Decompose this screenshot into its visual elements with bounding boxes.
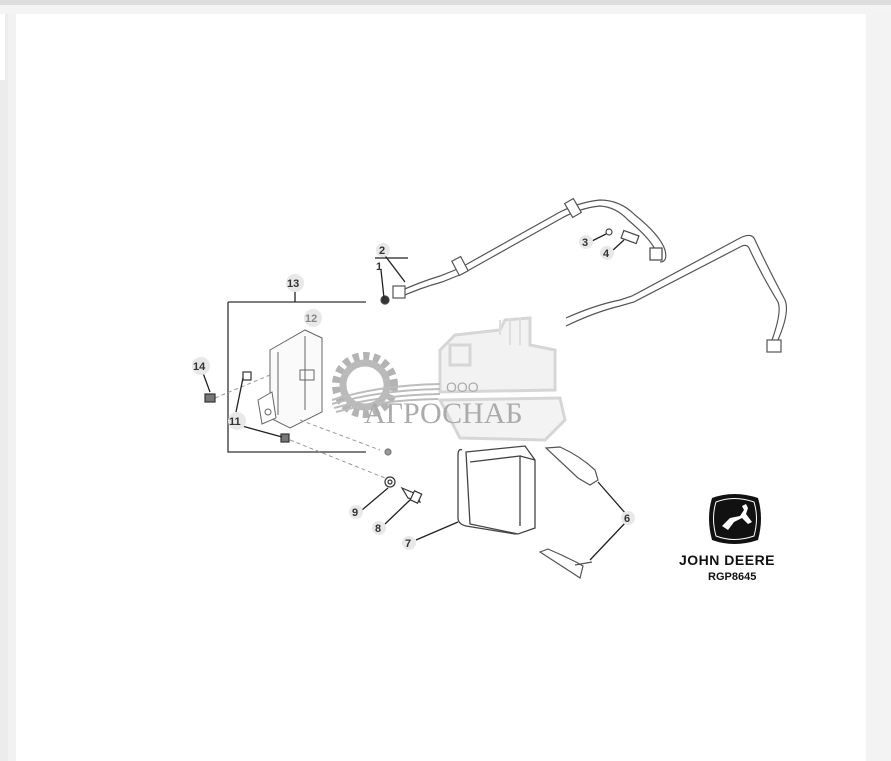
svg-text:6: 6 (624, 513, 630, 525)
battery-part-7 (457, 445, 536, 535)
callout-13: 13 (286, 274, 304, 292)
left-panel-tab (0, 14, 5, 80)
fuel-line-lower (565, 234, 788, 353)
watermark-name: АГРОСНАБ (364, 397, 523, 430)
callout-labels: 1 2 3 4 6 7 8 9 11 12 13 14 (192, 235, 635, 550)
brand-name: JOHN DEERE (679, 552, 775, 568)
dashed-leaders (214, 374, 391, 481)
callout-11: 11 (228, 412, 246, 430)
svg-text:4: 4 (603, 248, 610, 260)
swoosh-lines (331, 383, 441, 413)
svg-text:8: 8 (375, 523, 381, 535)
callout-12: 12 (304, 309, 322, 327)
bracket-part-12 (257, 329, 323, 429)
callout-1: 1 (376, 261, 382, 273)
harvester-icon (437, 316, 567, 442)
top-bar (0, 0, 891, 5)
svg-text:13: 13 (287, 278, 299, 290)
leaping-deer-icon (722, 504, 752, 530)
john-deere-logo: JOHN DEERE RGP8645 (679, 494, 775, 583)
right-scroll-area (866, 14, 891, 761)
watermark: ООО АГРОСНАБ (331, 316, 567, 442)
small-parts (204, 371, 392, 456)
fittings (380, 228, 663, 305)
svg-text:1: 1 (376, 261, 382, 273)
callout-2: 2 (376, 243, 390, 257)
svg-text:12: 12 (305, 313, 317, 325)
top-bar-shadow (0, 5, 891, 14)
svg-text:3: 3 (582, 237, 588, 249)
gear-icon (332, 352, 398, 418)
diagram-code: RGP8645 (708, 571, 756, 583)
svg-text:2: 2 (379, 245, 385, 257)
callout-6: 6 (621, 511, 635, 525)
callout-9: 9 (349, 505, 363, 519)
fuel-line-upper (392, 197, 667, 299)
bolt-and-washer (384, 476, 423, 505)
watermark-prefix: ООО (446, 379, 479, 395)
svg-text:9: 9 (352, 507, 358, 519)
callout-3: 3 (579, 235, 593, 249)
svg-text:7: 7 (405, 538, 411, 550)
callout-14: 14 (192, 357, 210, 375)
left-panel-edge (0, 14, 8, 761)
callout-4: 4 (600, 246, 614, 260)
leader-lines (202, 233, 627, 561)
callout-7: 7 (402, 536, 416, 550)
callout-8: 8 (372, 521, 386, 535)
svg-text:11: 11 (229, 416, 241, 428)
part-13-frame (227, 301, 366, 453)
clamps-part-6 (538, 446, 599, 579)
svg-text:14: 14 (193, 361, 206, 373)
